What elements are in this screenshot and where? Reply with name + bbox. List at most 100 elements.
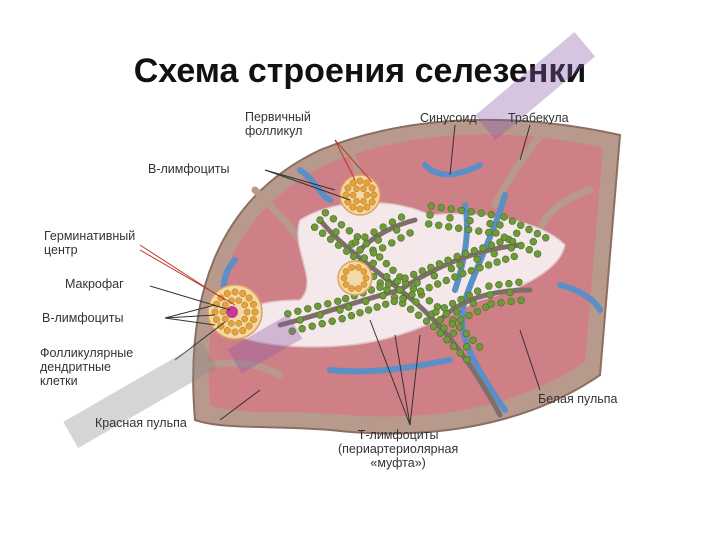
t-lymphocyte-cell: [515, 278, 523, 286]
b-lymphocyte-cell: [349, 203, 357, 211]
t-lymphocyte-cell: [429, 322, 438, 331]
t-lymphocyte-cell: [466, 217, 474, 225]
b-lymphocyte-cell: [355, 264, 362, 271]
t-lymphocyte-cell: [382, 259, 391, 268]
label-b-lymphocytes-top: В-лимфоциты: [148, 162, 230, 176]
b-lymphocyte-cell: [342, 268, 350, 275]
t-lymphocyte-cell: [496, 221, 504, 229]
label-red-pulp: Красная пульпа: [95, 416, 187, 430]
t-lymphocyte-cell: [436, 316, 444, 324]
t-lymphocyte-cell: [465, 291, 473, 299]
label-sinusoid: Синусоид: [420, 111, 477, 125]
t-lymphocyte-cell: [495, 281, 503, 289]
t-lymphocyte-cell: [284, 310, 292, 318]
b-lymphocyte-cell: [360, 268, 368, 275]
label-trabecula: Трабекула: [508, 111, 569, 125]
t-lymphocyte-cell: [397, 213, 406, 221]
page-title: Схема строения селезенки: [133, 52, 587, 90]
t-lymphocyte-cell: [533, 229, 542, 238]
t-lymphocyte-cell: [369, 259, 377, 267]
b-lymphocyte-cell: [342, 191, 350, 199]
t-lymphocyte-cell: [347, 312, 356, 320]
t-lymphocyte-cell: [525, 225, 533, 234]
t-lymphocyte-cell: [482, 303, 490, 311]
t-lymphocyte-cell: [467, 267, 476, 275]
b-lymphocyte-cell: [349, 191, 357, 199]
t-lymphocyte-cell: [406, 305, 415, 313]
t-lymphocyte-cell: [414, 311, 423, 319]
b-lymphocyte-cell: [353, 185, 360, 193]
primary-follicle: [339, 174, 381, 216]
t-lymphocyte-cell: [324, 300, 332, 308]
t-lymphocyte-cell: [338, 315, 346, 323]
t-lymphocyte-cell: [476, 264, 484, 272]
t-lymphocyte-cell: [337, 221, 346, 229]
t-lymphocyte-cell: [473, 255, 481, 263]
t-lymphocyte-cell: [328, 317, 336, 325]
t-lymphocyte-cell: [316, 216, 324, 224]
b-lymphocyte-cell: [356, 205, 364, 213]
b-lymphocyte-cell: [241, 301, 248, 309]
t-lymphocyte-cell: [506, 288, 514, 297]
t-lymphocyte-cell: [453, 252, 461, 261]
t-lymphocyte-cell: [425, 297, 434, 305]
t-lymphocyte-cell: [336, 306, 344, 314]
t-lymphocyte-cell: [416, 287, 425, 295]
b-lymphocyte-cell: [342, 281, 350, 288]
t-lymphocyte-cell: [382, 300, 390, 308]
t-lymphocyte-cell: [435, 260, 444, 268]
t-lymphocyte-cell: [430, 272, 438, 280]
t-lymphocyte-cell: [500, 233, 508, 241]
t-lymphocyte-cell: [490, 249, 498, 258]
secondary-follicle-mid: [337, 260, 373, 296]
b-lymphocyte-cell: [222, 301, 229, 309]
b-lymphocyte-cell: [251, 308, 259, 316]
b-lymphocyte-cell: [250, 316, 257, 324]
b-lymphocyte-cell: [368, 184, 376, 192]
t-lymphocyte-cell: [508, 217, 517, 225]
t-lymphocyte-cell: [310, 223, 319, 231]
t-lymphocyte-cell: [434, 280, 442, 288]
t-lymphocyte-cell: [432, 308, 440, 316]
t-lymphocyte-cell: [435, 221, 443, 230]
b-lymphocyte-cell: [228, 320, 235, 327]
b-lymphocyte-cell: [340, 274, 348, 282]
b-lymphocyte-cell: [363, 203, 371, 211]
t-lymphocyte-cell: [427, 202, 435, 210]
germinal-center-follicle: [207, 284, 263, 340]
t-lymphocyte-cell: [449, 342, 458, 351]
label-primary-follicle: Первичный фолликул: [245, 110, 311, 138]
t-lymphocyte-cell: [487, 300, 495, 308]
b-lymphocyte-cell: [223, 327, 231, 334]
b-lymphocyte-cell: [222, 315, 229, 323]
t-lymphocyte-cell: [388, 239, 396, 247]
b-lymphocyte-cell: [239, 327, 247, 334]
label-t-lymphocytes: Т-лимфоциты (периартериолярная «муфта»): [338, 428, 459, 470]
t-lymphocyte-cell: [370, 228, 378, 236]
t-lymphocyte-cell: [456, 323, 464, 331]
t-lymphocyte-cell: [296, 316, 304, 324]
t-lymphocyte-cell: [308, 322, 316, 330]
t-lymphocyte-cell: [473, 287, 482, 295]
t-lymphocyte-cell: [484, 261, 493, 269]
b-lymphocyte-cell: [344, 184, 352, 192]
t-lymphocyte-cell: [459, 269, 467, 278]
t-lymphocyte-cell: [342, 247, 351, 255]
t-lymphocyte-cell: [486, 219, 494, 228]
t-lymphocyte-cell: [470, 247, 478, 255]
watermark-graphic: [63, 31, 596, 448]
label-macrophage: Макрофаг: [65, 277, 124, 291]
t-lymphocyte-cell: [440, 304, 448, 312]
t-lymphocyte-cell: [412, 298, 420, 306]
t-lymphocyte-cell: [510, 252, 518, 261]
b-lymphocyte-cell: [231, 328, 239, 336]
t-lymphocyte-cell: [440, 324, 448, 332]
t-lymphocyte-cell: [517, 296, 525, 304]
t-lymphocyte-cell: [541, 234, 550, 242]
t-lymphocyte-cell: [485, 282, 493, 290]
t-lymphocyte-cell: [418, 267, 426, 275]
b-lymphocyte-cell: [360, 281, 368, 288]
t-lymphocyte-cell: [390, 297, 398, 306]
t-lymphocyte-cell: [469, 336, 477, 344]
t-lymphocyte-cell: [456, 261, 464, 269]
